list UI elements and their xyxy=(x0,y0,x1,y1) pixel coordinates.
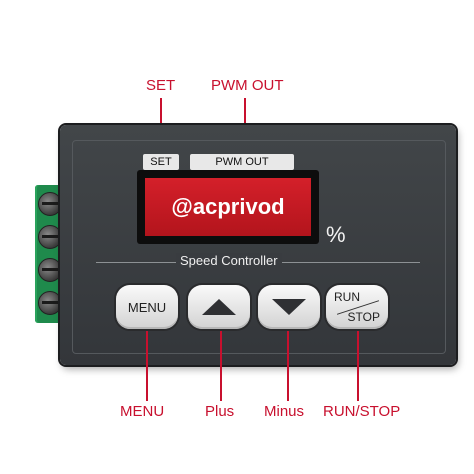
percent-unit: % xyxy=(326,222,346,247)
pwm-out-tag: PWM OUT xyxy=(190,154,294,170)
plus-button[interactable] xyxy=(188,285,250,329)
run-stop-button[interactable]: RUN STOP xyxy=(326,285,388,329)
callout-set: SET xyxy=(146,77,176,94)
run-label: RUN xyxy=(334,290,360,304)
callout-run-stop: RUN/STOP xyxy=(323,403,401,420)
callout-plus: Plus xyxy=(205,403,235,420)
callout-menu: MENU xyxy=(120,403,165,420)
triangle-up-icon xyxy=(202,299,236,315)
terminal-screw-icon xyxy=(38,192,62,216)
set-tag: SET xyxy=(143,154,179,170)
callout-pwm-out: PWM OUT xyxy=(211,77,284,94)
housing-bezel xyxy=(72,140,446,354)
minus-button[interactable] xyxy=(258,285,320,329)
menu-button[interactable]: MENU xyxy=(116,285,178,329)
terminal-screw-icon xyxy=(38,258,62,282)
callout-menu-line xyxy=(146,331,148,401)
callout-plus-line xyxy=(220,331,222,401)
terminal-screw-icon xyxy=(38,291,62,315)
terminal-screw-icon xyxy=(38,225,62,249)
triangle-down-icon xyxy=(272,299,306,315)
callout-run-stop-line xyxy=(357,331,359,401)
callout-minus-line xyxy=(287,331,289,401)
stop-label: STOP xyxy=(347,310,380,324)
menu-button-label: MENU xyxy=(127,299,167,315)
speed-controller-label: Speed Controller xyxy=(96,253,420,271)
callout-minus: Minus xyxy=(264,403,305,420)
speed-controller-text: Speed Controller xyxy=(176,253,282,268)
led-display: @acprivod xyxy=(145,178,311,236)
